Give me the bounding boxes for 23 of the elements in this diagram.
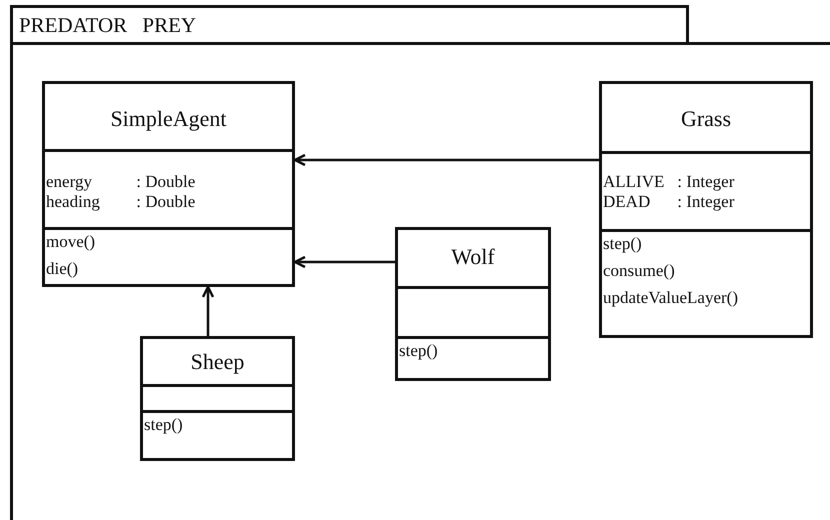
generalization-arrow [294,154,599,166]
class-name: SimpleAgent [109,106,228,132]
class-box [599,81,813,338]
attribute: DEAD : Integer [603,192,734,211]
package-name: PREDATOR PREY [19,13,196,38]
generalization-arrow [294,256,395,268]
class-name: Wolf [450,244,496,270]
method: step() [603,234,642,253]
class-box [395,227,551,381]
method: step() [144,415,183,434]
generalization-arrow [202,286,214,336]
class-name: Grass [680,106,732,132]
method: move() [46,232,96,251]
method: die() [46,259,78,278]
method: consume() [603,261,675,280]
attribute: heading : Double [46,192,196,211]
class-name: Sheep [190,349,246,375]
method: step() [399,341,438,360]
method: updateValueLayer() [603,288,738,307]
attribute: energy : Double [46,172,196,191]
class-box [42,81,295,287]
attribute: ALLIVE : Integer [603,172,734,191]
class-box [140,336,295,461]
